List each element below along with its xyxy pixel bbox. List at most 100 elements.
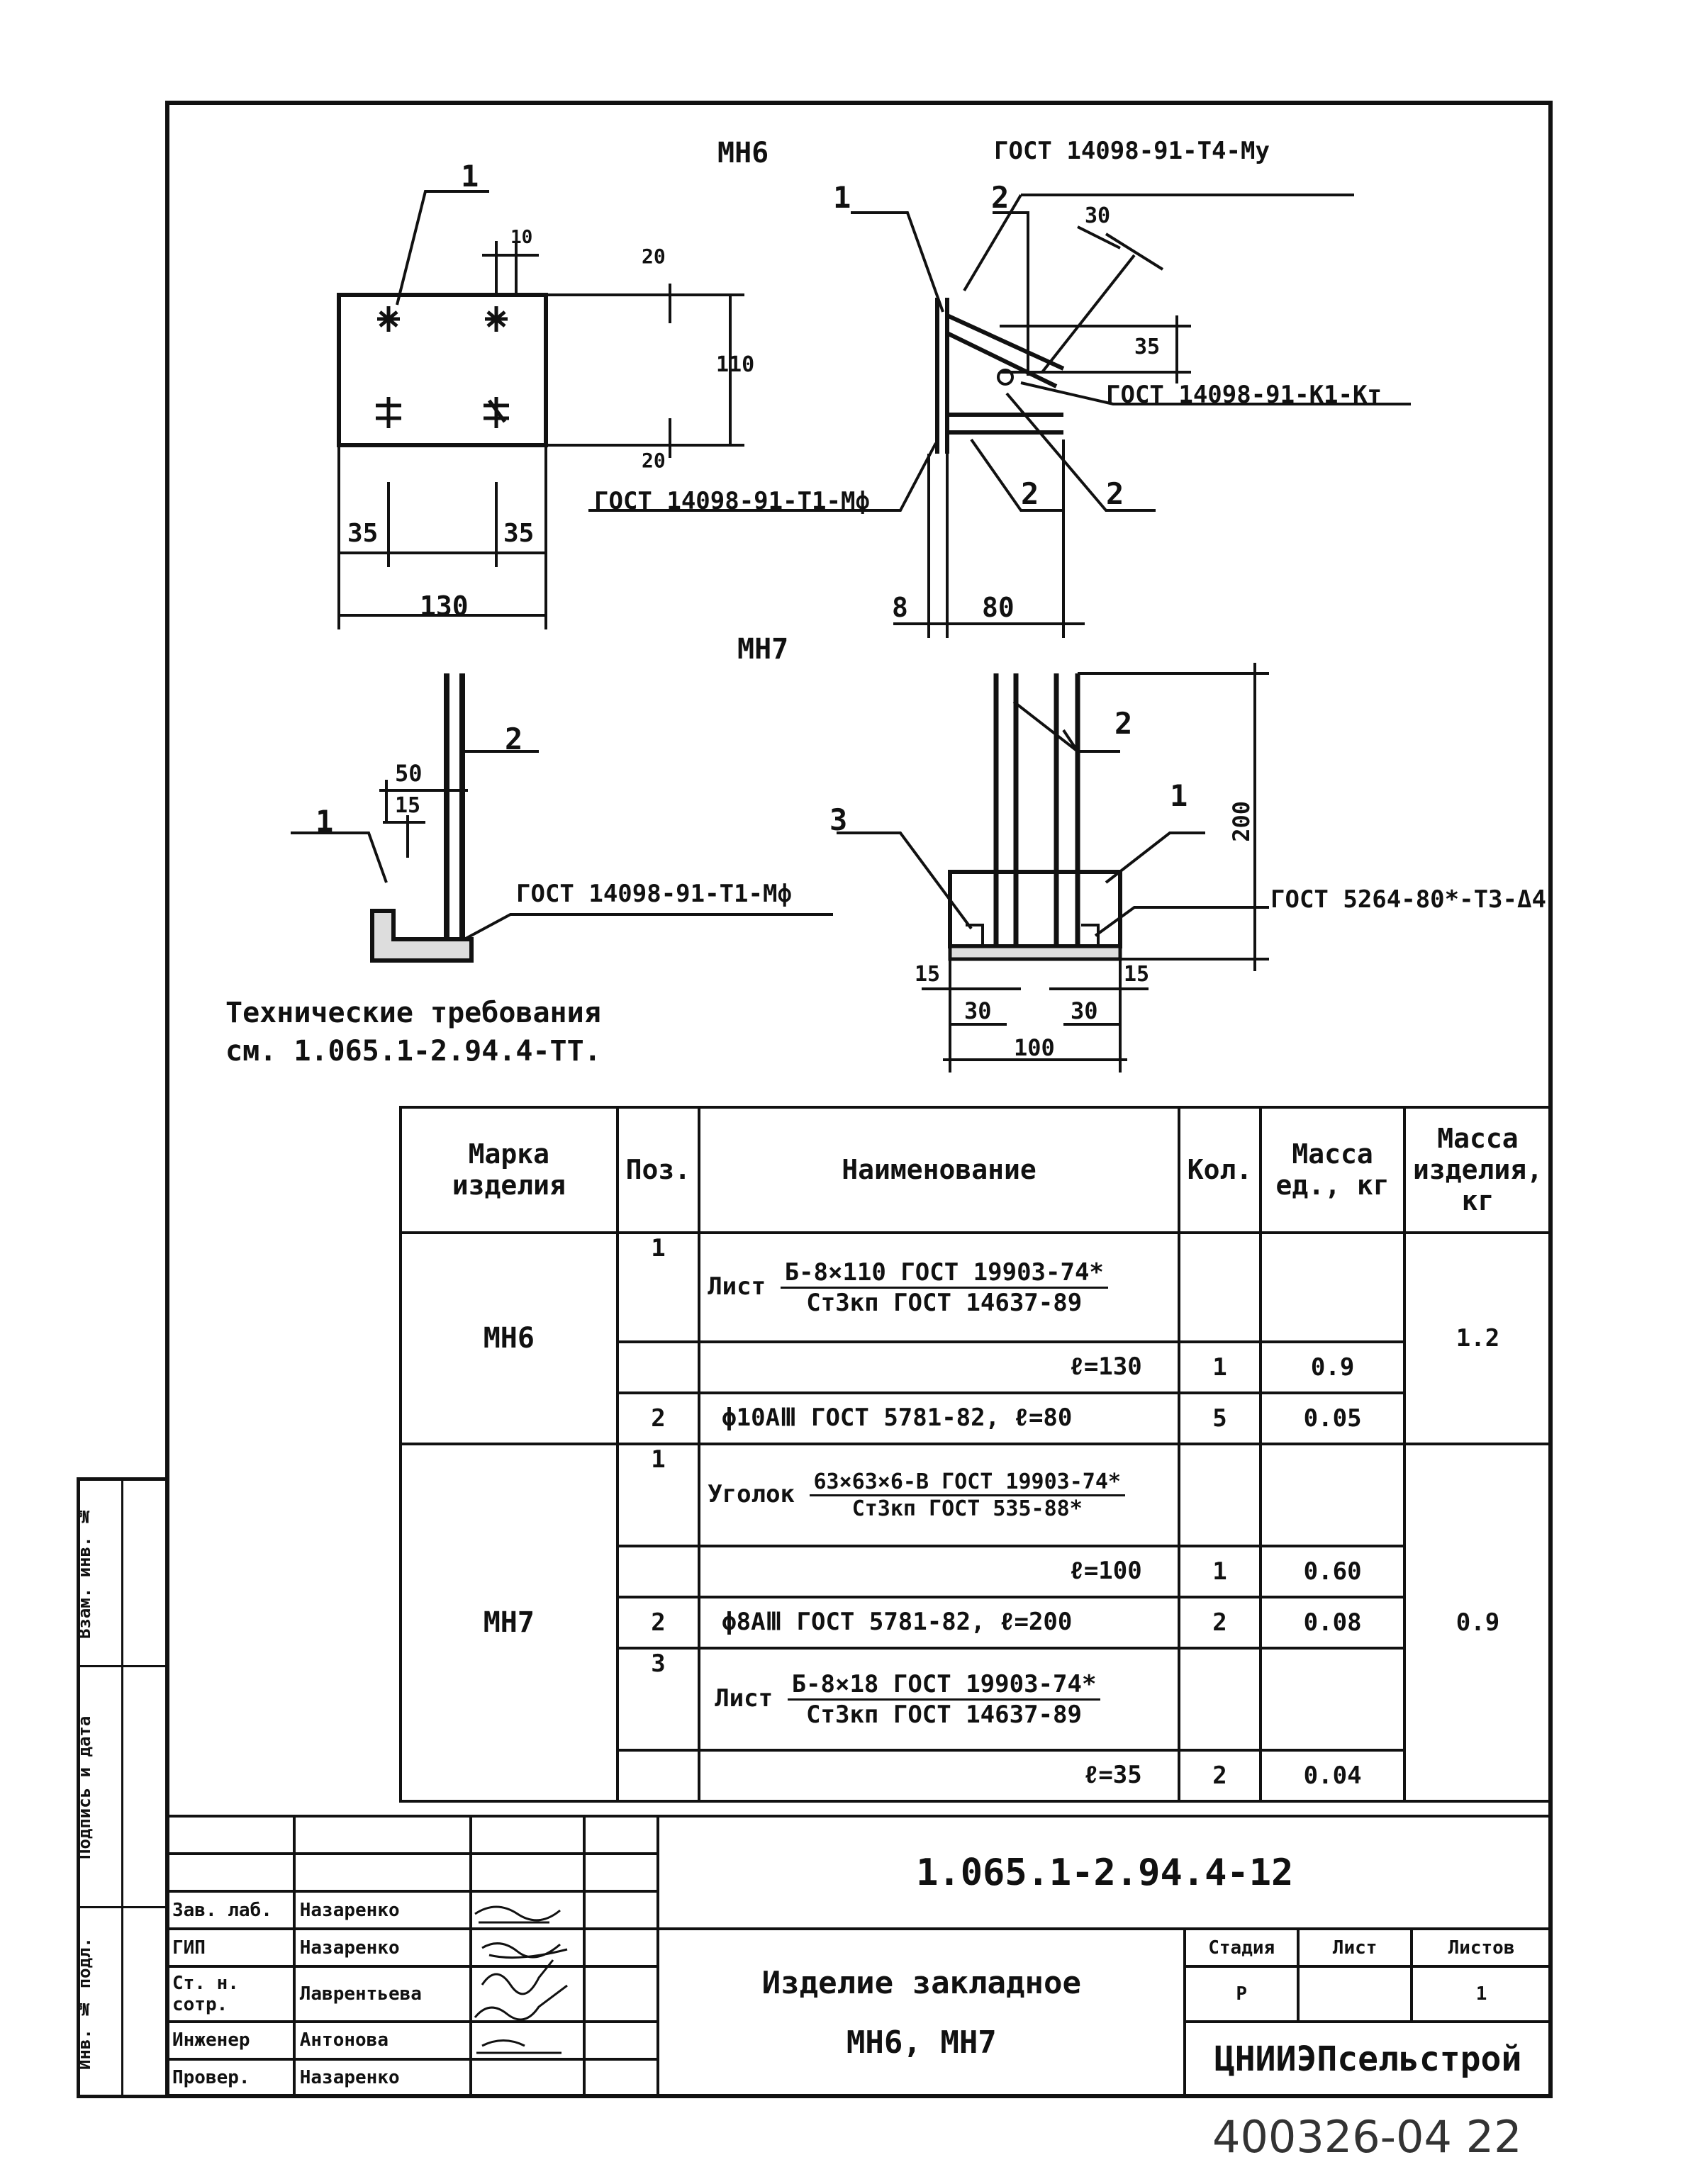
spec-mn6-r1l-mass: 0.9 xyxy=(1259,1340,1406,1395)
spec-mn7-r1l-qty: 1 xyxy=(1177,1545,1263,1599)
spec-mn7-r2-qty: 2 xyxy=(1177,1596,1263,1650)
spec-mn7-r3-den: Ст3кп ГОСТ 14637-89 xyxy=(806,1700,1082,1729)
spec-mn6-mark: МН6 xyxy=(399,1231,619,1446)
table-row: 1.065.1-2.94.4-12 xyxy=(165,1814,1553,1931)
mn7-dim-200: 200 xyxy=(1228,801,1255,842)
mn6-weld-point xyxy=(997,369,1014,386)
spec-mn7-r3-name: Лист Б-8×18 ГОСТ 19903-74* Ст3кп ГОСТ 14… xyxy=(698,1647,1180,1752)
tb-name-1: Назаренко xyxy=(292,1927,473,1969)
mn6-dim-10: 10 xyxy=(510,227,533,248)
tb-role-0: Зав. лаб. xyxy=(165,1890,296,1931)
table-row: 2 ϕ8АⅢ ГОСТ 5781-82, ℓ=200 2 0.08 xyxy=(401,1596,1551,1650)
table-row: МН6 1 Лист Б-8×110 ГОСТ 19903-74* Ст3кп … xyxy=(399,1231,1553,1446)
spec-mn7-mark: МН7 xyxy=(399,1443,619,1803)
spec-mn6-r1-num: Б-8×110 ГОСТ 19903-74* xyxy=(780,1258,1108,1289)
spec-mn6-r2-name: ϕ10АⅢ ГОСТ 5781-82, ℓ=80 xyxy=(698,1391,1180,1446)
spec-mn6-r1-mass-empty xyxy=(1259,1231,1406,1344)
drawing-canvas xyxy=(291,190,1411,1073)
spec-header-mass-item: Масса изделия, кг xyxy=(1402,1106,1553,1234)
mn6-dim-30: 30 xyxy=(1085,203,1111,228)
spec-mn6-r1-den: Ст3кп ГОСТ 14637-89 xyxy=(806,1288,1083,1317)
mn6-dim-35-section: 35 xyxy=(1134,335,1161,359)
tb-sheet-header: Лист xyxy=(1297,1927,1414,1969)
mn7-bar-side xyxy=(444,673,465,939)
mn6-bar-inclined xyxy=(946,313,1065,388)
table-row: Инженер Антонова ЦНИИЭПсельстрой xyxy=(165,2020,1553,2099)
mn6-dim-130: 130 xyxy=(420,590,469,622)
margin-stamp-strip: Взам. инв. № Подпись и дата Инв. № подл. xyxy=(74,1477,165,2098)
spec-header-qty: Кол. xyxy=(1177,1106,1263,1234)
mn6-pos-2-top: 2 xyxy=(991,180,1010,215)
table-row: 2 ϕ10АⅢ ГОСТ 5781-82, ℓ=80 5 0.05 xyxy=(401,1391,1551,1446)
technical-requirements-note: Технические требования см. 1.065.1-2.94.… xyxy=(225,994,601,1070)
table-row: ГИП Назаренко Изделие закладное МН6, МН7… xyxy=(165,1927,1553,2098)
spec-mn7-r1l-mass: 0.60 xyxy=(1259,1545,1406,1599)
mn6-pos-2-bottom-b: 2 xyxy=(1106,476,1124,511)
mn6-pos-1-section: 1 xyxy=(833,180,851,215)
mn7-angle-side xyxy=(370,909,474,963)
mn7-angle-front xyxy=(948,870,1122,948)
margin-cell-replaced: Взам. инв. № xyxy=(74,1481,165,1665)
tb-sign-1 xyxy=(469,1927,586,1969)
spec-mn7-mass: 0.9 xyxy=(1402,1443,1553,1803)
spec-header-name: Наименование xyxy=(698,1106,1180,1234)
specification-table: Марка изделия Поз. Наименование Кол. Мас… xyxy=(399,1106,1553,1803)
mn7-callout-side: ГОСТ 14098-91-Т1-Мф xyxy=(516,880,792,908)
spec-mn6-r1-fraction: Б-8×110 ГОСТ 19903-74* Ст3кп ГОСТ 14637-… xyxy=(780,1258,1108,1317)
spec-mn6-mass: 1.2 xyxy=(1402,1231,1553,1446)
mn6-leader-bottom-right xyxy=(1020,381,1411,405)
table-row xyxy=(165,1852,1551,1893)
mn6-dim-35-left: 35 xyxy=(347,519,379,548)
spec-mn6-r1-kind: Лист xyxy=(708,1272,766,1301)
mn7-dim-15-side: 15 xyxy=(395,793,421,818)
tb-sheet xyxy=(1297,1965,1414,2023)
mn6-callout-right: ГОСТ 14098-91-К1-Кт xyxy=(1106,381,1382,409)
spec-mn6-r2-qty: 5 xyxy=(1177,1391,1263,1446)
spec-mn7-r1-den: Ст3кп ГОСТ 535-88* xyxy=(851,1496,1083,1521)
table-row: ℓ=100 1 0.60 xyxy=(401,1545,1551,1599)
mn7-pos-3-front: 3 xyxy=(829,802,848,837)
tb-role-1: ГИП xyxy=(165,1927,296,1969)
mn7-dim-30-left: 30 xyxy=(964,997,992,1024)
spec-mn7-r2-name: ϕ8АⅢ ГОСТ 5781-82, ℓ=200 xyxy=(698,1596,1180,1650)
mn7-dim-15-right: 15 xyxy=(1124,962,1150,987)
mn6-leader-top xyxy=(963,194,1354,292)
table-row: Провер. Назаренко xyxy=(165,2057,1551,2099)
mn6-bar-horizontal xyxy=(947,413,1063,435)
tech-req-line-2: см. 1.065.1-2.94.4-ТТ. xyxy=(225,1035,601,1068)
mn7-leader-1-front xyxy=(1105,831,1205,884)
title-block: 1.065.1-2.94.4-12 Зав. лаб. Назаренко ГИ… xyxy=(165,1814,1553,2099)
mn6-dim-20-top: 20 xyxy=(642,245,666,268)
tb-name-3: Антонова xyxy=(292,2020,473,2061)
mn7-dim-200 xyxy=(1078,663,1269,971)
organization-name: ЦНИИЭПсельстрой xyxy=(1183,2020,1553,2099)
spec-header-pos: Поз. xyxy=(615,1106,701,1234)
spec-mn6-r1-pos: 1 xyxy=(615,1231,701,1344)
mn6-dim-lines-bottom xyxy=(337,445,547,629)
tech-req-line-1: Технические требования xyxy=(225,997,601,1029)
spec-mn6-r2-pos: 2 xyxy=(615,1391,701,1446)
margin-cell-signature: Подпись и дата xyxy=(74,1665,165,1906)
spec-mn7-r3-num: Б-8×18 ГОСТ 19903-74* xyxy=(787,1670,1101,1701)
mn7-dims-front xyxy=(922,959,1149,1073)
spec-mn6-r2-mass: 0.05 xyxy=(1259,1391,1406,1446)
mn7-dim-50: 50 xyxy=(395,760,423,787)
table-row: МН7 1 Уголок 63×63×6-В ГОСТ 19903-74* Ст… xyxy=(399,1443,1553,1803)
mn6-leader-1 xyxy=(396,190,489,306)
spec-header-mass-unit: Масса ед., кг xyxy=(1259,1106,1406,1234)
mn7-leader-weld-front xyxy=(1094,906,1269,937)
spec-mn7-r3-pos: 3 xyxy=(615,1647,701,1752)
mn6-dim-20-bottom: 20 xyxy=(642,449,666,472)
document-title: Изделие закладное МН6, МН7 xyxy=(656,1927,1187,2098)
mn6-leaders-2 xyxy=(970,392,1156,512)
document-title-line-1: Изделие закладное xyxy=(761,1965,1081,2002)
tb-sheets: 1 xyxy=(1410,1965,1553,2023)
mn6-callout-top: ГОСТ 14098-91-Т4-Му xyxy=(994,137,1270,165)
mn6-dim-8: 8 xyxy=(892,592,908,623)
mn7-bars-front xyxy=(993,673,1080,946)
tb-role-2: Ст. н. сотр. xyxy=(165,1965,296,2023)
margin-label-original: Инв. № подл. xyxy=(74,1937,94,2071)
tb-name-4: Назаренко xyxy=(292,2057,473,2099)
mn6-dim-lines-section xyxy=(893,439,1085,638)
mn6-stud-marks xyxy=(376,306,509,428)
